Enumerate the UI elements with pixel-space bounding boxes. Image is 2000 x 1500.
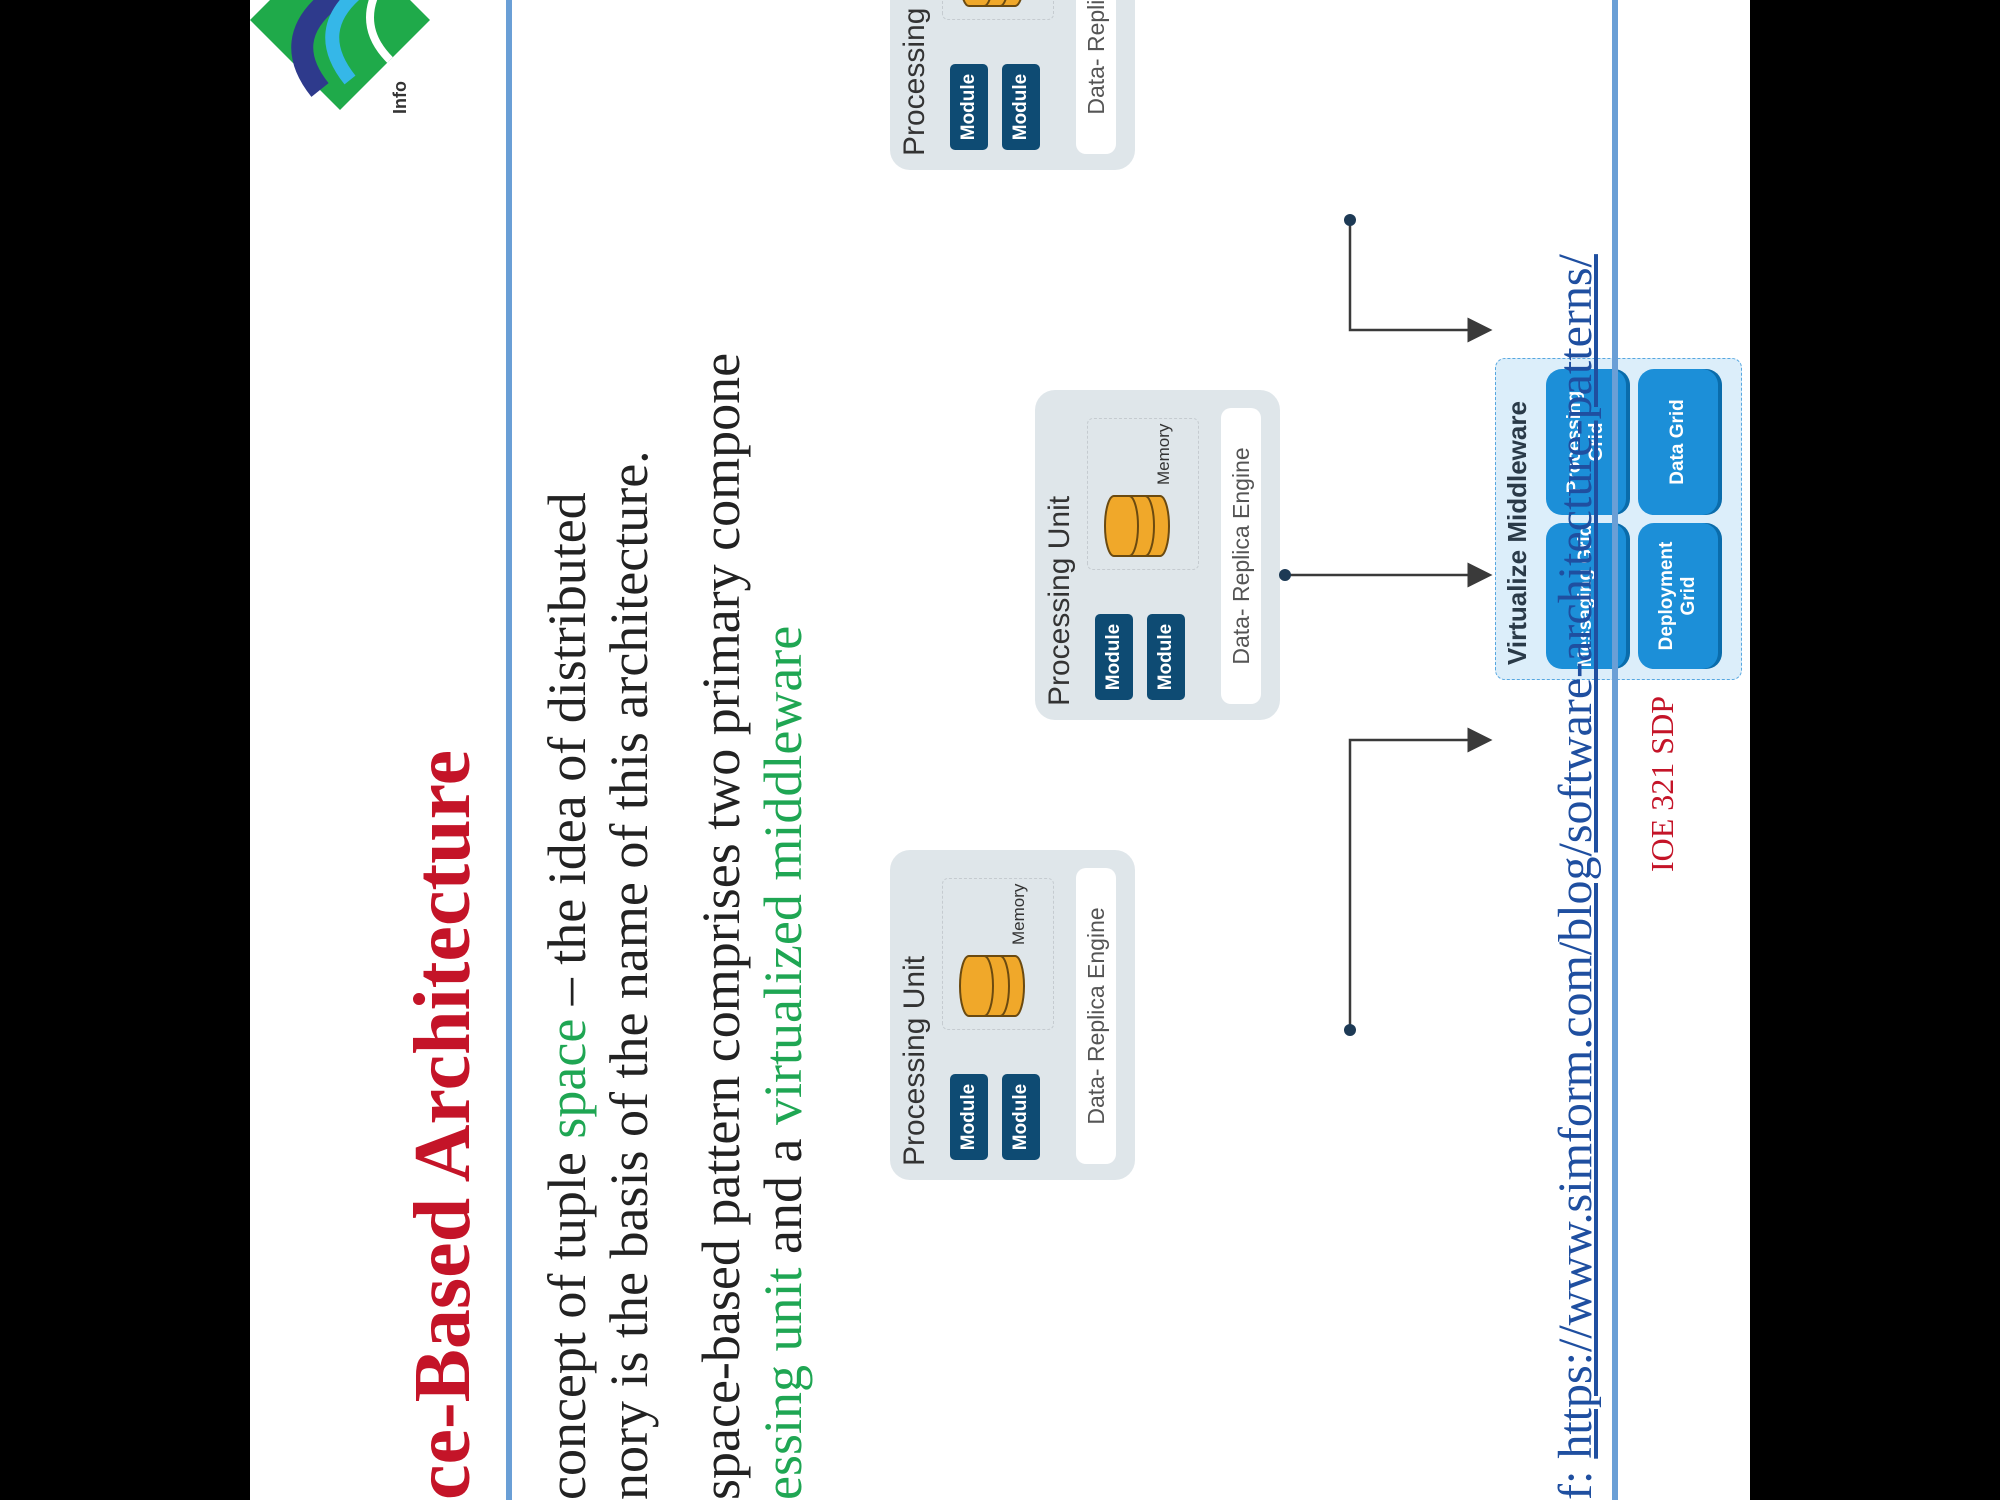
data-replica-engine: Data- Replica Engine xyxy=(1221,408,1261,704)
memory-box: Memory xyxy=(942,0,1054,20)
deployment-grid: Deployment Grid xyxy=(1638,523,1718,669)
memory-label: Memory xyxy=(1009,883,1028,945)
processing-unit-left: Processing Unit Module Module Memory Dat… xyxy=(890,850,1135,1180)
processing-unit-title: Processing Unit xyxy=(898,0,931,156)
paragraph-2-line-1: space-based pattern comprises two primar… xyxy=(691,352,751,1500)
virtualize-middleware: Virtualize Middleware Messaging Grid Pro… xyxy=(1495,358,1742,680)
paragraph-2-line-2: essing unit and a virtualized middleware xyxy=(753,625,813,1500)
logo-icon xyxy=(250,0,430,110)
data-grid: Data Grid xyxy=(1638,369,1718,515)
module-box: Module xyxy=(950,1074,988,1160)
institution-logo: Info xyxy=(250,0,440,120)
memory-box: Memory xyxy=(1087,418,1199,570)
connector-right-to-middleware xyxy=(1348,220,1493,343)
processing-unit-title: Processing Unit xyxy=(1043,495,1076,706)
bottom-divider xyxy=(1612,0,1618,1500)
processing-unit-right: Processing Unit Module Module Memory Dat… xyxy=(890,0,1135,170)
paragraph-1-line-2: nory is the basis of the name of this ar… xyxy=(599,450,659,1500)
database-icon xyxy=(1104,495,1170,557)
module-box: Module xyxy=(1147,614,1185,700)
title-divider xyxy=(506,0,512,1500)
data-replica-engine: Data- Replica Engine xyxy=(1076,0,1116,154)
reference-link[interactable]: https://www.simform.com/blog/software-ar… xyxy=(1549,254,1602,1459)
rotated-slide-content: ce-Based Architecture concept of tuple s… xyxy=(250,0,1750,1500)
processing-unit-title: Processing Unit xyxy=(898,955,931,1166)
memory-box: Memory xyxy=(942,878,1054,1030)
module-box: Module xyxy=(1002,1074,1040,1160)
middleware-title: Virtualize Middleware xyxy=(1502,401,1532,665)
highlight-virtualized-middleware: virtualized middleware xyxy=(753,625,813,1126)
highlight-processing-unit: essing unit xyxy=(753,1267,813,1500)
processing-unit-middle: Processing Unit Module Module Memory Dat… xyxy=(1035,390,1280,720)
module-box: Module xyxy=(1095,614,1133,700)
reference-line: f: https://www.simform.com/blog/software… xyxy=(1549,254,1602,1500)
memory-label: Memory xyxy=(1154,423,1173,485)
module-box: Module xyxy=(950,64,988,150)
footer-course-code: IOE 321 SDP xyxy=(1644,695,1680,872)
database-icon xyxy=(959,955,1025,1017)
logo-text: Info xyxy=(390,81,410,114)
slide: ce-Based Architecture concept of tuple s… xyxy=(250,0,1750,1500)
connector-left-to-middleware xyxy=(1348,727,1493,1030)
highlight-space: space xyxy=(537,1018,597,1139)
paragraph-1-line-1: concept of tuple space – the idea of dis… xyxy=(537,492,597,1500)
module-box: Module xyxy=(1002,64,1040,150)
data-replica-engine: Data- Replica Engine xyxy=(1076,868,1116,1164)
database-icon xyxy=(959,0,1025,7)
